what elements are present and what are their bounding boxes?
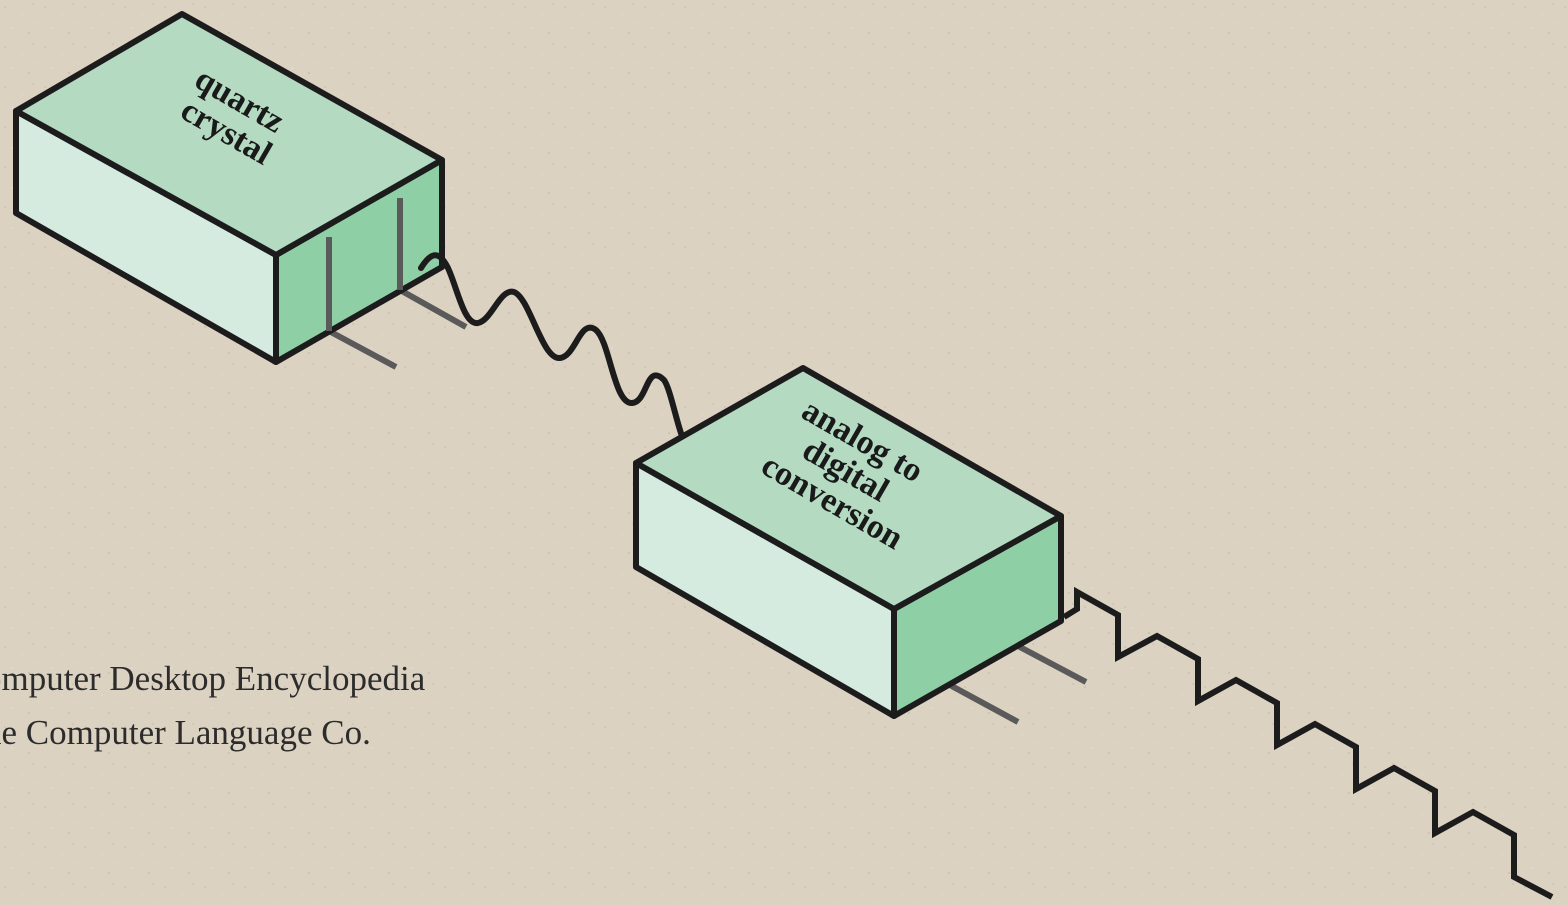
crystal-pin-left-foot: [327, 328, 398, 370]
crystal-pin-right-foot: [398, 287, 468, 330]
credit-line-1: omputer Desktop Encyclopedia: [0, 659, 426, 698]
analog-sine-wave: [418, 252, 685, 439]
quartz-crystal-box: quartz crystal: [13, 11, 468, 370]
adc-top-face: [633, 365, 1064, 612]
adc-pin-left: [946, 681, 1020, 725]
copyright-credit: omputer Desktop Encyclopedia he Computer…: [0, 652, 425, 760]
adc-box: analog to digital conversion: [633, 365, 1088, 725]
credit-line-2: he Computer Language Co.: [0, 713, 371, 752]
crystal-top-face: [13, 11, 445, 258]
digital-square-wave: [1062, 586, 1554, 900]
adc-pin-right: [1016, 643, 1088, 685]
